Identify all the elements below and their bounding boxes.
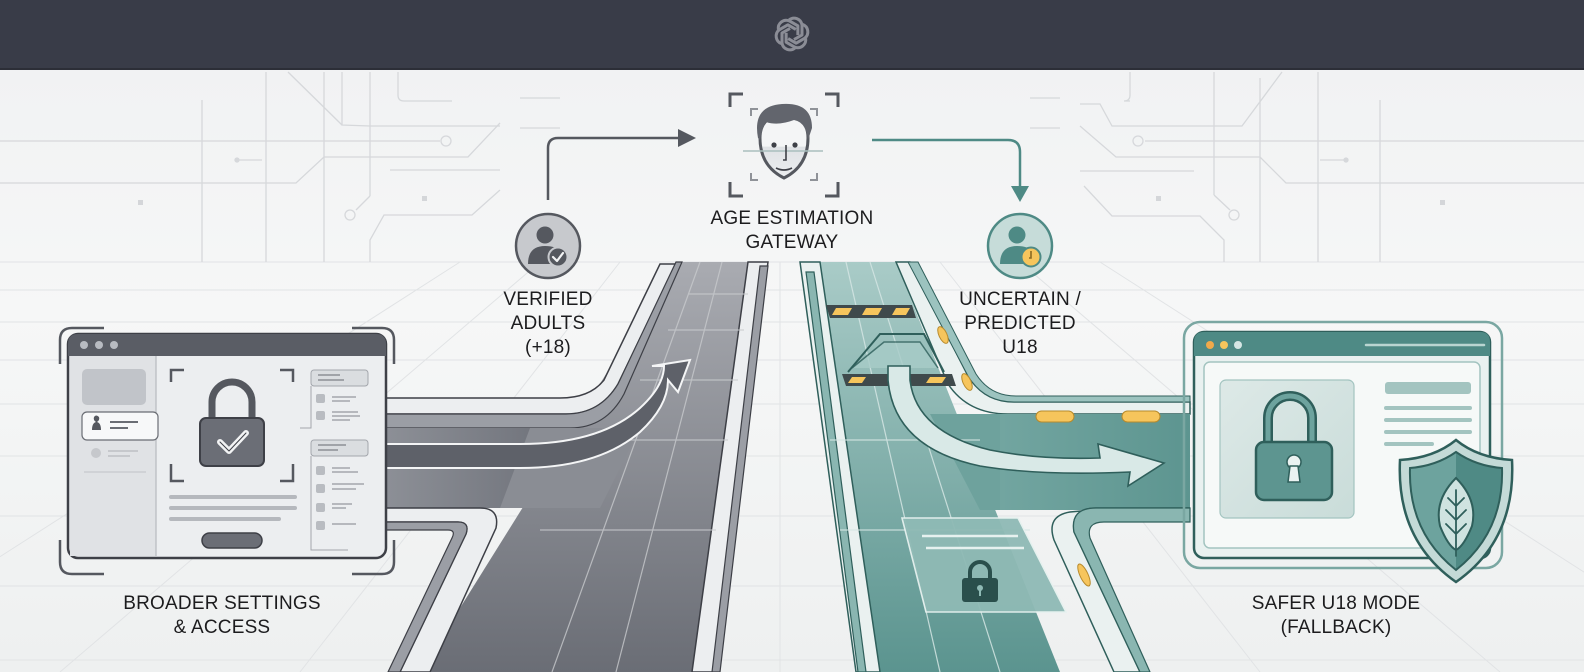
shield-leaf-icon (1398, 438, 1514, 584)
safer-u18-mode-line1: SAFER U18 MODE (1251, 593, 1421, 614)
gateway-title-line1: AGE ESTIMATION (710, 208, 874, 229)
arrow-down-icon (1011, 186, 1029, 202)
connector-to-gateway (546, 136, 680, 200)
barrier-top (826, 305, 916, 318)
broader-settings-label: BROADER SETTINGS & ACCESS (102, 592, 342, 640)
face-scan-icon (728, 92, 840, 198)
safer-u18-mode-line2: (FALLBACK) (1280, 617, 1392, 638)
floor-lock-sign (900, 517, 1068, 613)
lock-keyhole-icon (1254, 391, 1334, 502)
gateway-title: AGE ESTIMATION GATEWAY (686, 207, 898, 255)
openai-knot-logo-icon (774, 16, 810, 52)
lock-check-icon (199, 378, 265, 467)
circuit-lines-left (0, 71, 560, 262)
connector-from-gateway (872, 138, 1022, 186)
verified-adults-line1: VERIFIED (503, 289, 593, 310)
arrow-right-icon (678, 129, 696, 147)
uncertain-u18-label: UNCERTAIN / PREDICTED U18 (940, 288, 1100, 360)
user-check-icon (514, 212, 582, 280)
uncertain-u18-line1: UNCERTAIN / (959, 289, 1081, 310)
uncertain-u18-line3: U18 (1002, 337, 1038, 358)
broader-settings-line1: BROADER SETTINGS (123, 593, 321, 614)
diagram-stage: AGE ESTIMATION GATEWAY VERIFIED ADULTS (… (0, 70, 1584, 672)
safer-u18-window (1182, 320, 1514, 584)
safer-u18-mode-label: SAFER U18 MODE (FALLBACK) (1236, 592, 1436, 640)
user-clock-icon (986, 212, 1054, 280)
verified-adults-line3: (+18) (525, 337, 571, 358)
circuit-lines-right (1030, 71, 1584, 262)
broader-settings-window (58, 326, 396, 576)
header-bar (0, 0, 1584, 70)
gateway-title-line2: GATEWAY (745, 232, 839, 253)
verified-adults-line2: ADULTS (510, 313, 586, 334)
broader-settings-line2: & ACCESS (173, 617, 271, 638)
flow-illustration (0, 71, 1584, 672)
verified-adults-label: VERIFIED ADULTS (+18) (488, 288, 608, 360)
minor-road (799, 261, 1191, 672)
uncertain-u18-line2: PREDICTED (964, 313, 1076, 334)
adult-road (381, 261, 769, 672)
